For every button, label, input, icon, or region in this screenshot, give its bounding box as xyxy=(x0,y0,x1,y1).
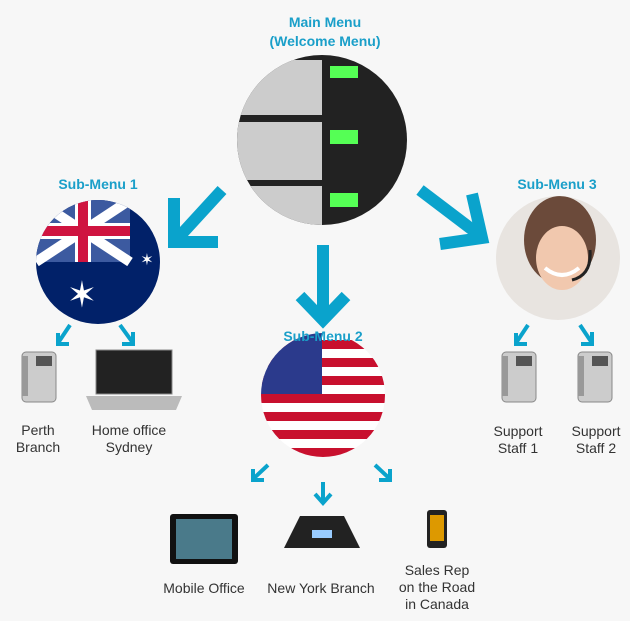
desk-phone-icon xyxy=(501,351,537,403)
arrow-to-submenu-1 xyxy=(168,185,227,248)
conference-phone-icon xyxy=(284,516,360,548)
leaf-mobile-office: Mobile Office xyxy=(163,580,245,596)
submenu-2-title: Sub-Menu 2 xyxy=(283,328,363,344)
main-menu-subtitle: (Welcome Menu) xyxy=(269,33,381,49)
svg-text:✶: ✶ xyxy=(67,274,97,315)
desk-phone-icon xyxy=(577,351,613,403)
submenu-3-title: Sub-Menu 3 xyxy=(517,176,597,192)
svg-text:✶: ✶ xyxy=(140,252,153,269)
australia-flag-icon: ✶ ✶ xyxy=(36,200,160,324)
server-rack-icon xyxy=(237,55,407,225)
small-arrows xyxy=(56,323,594,507)
usa-flag-icon xyxy=(261,333,385,457)
arrow-to-submenu-2 xyxy=(295,245,351,329)
support-agent-icon xyxy=(496,196,620,320)
submenu-1-title: Sub-Menu 1 xyxy=(58,176,138,192)
desk-phone-icon xyxy=(21,351,57,403)
tablet-icon xyxy=(170,514,238,564)
leaf-new-york-branch: New York Branch xyxy=(267,580,375,596)
main-arrows xyxy=(168,185,490,329)
smartphone-icon xyxy=(427,510,447,548)
arrow-to-submenu-3 xyxy=(416,185,490,250)
main-menu-title: Main Menu xyxy=(288,14,362,30)
laptop-icon xyxy=(86,349,182,410)
